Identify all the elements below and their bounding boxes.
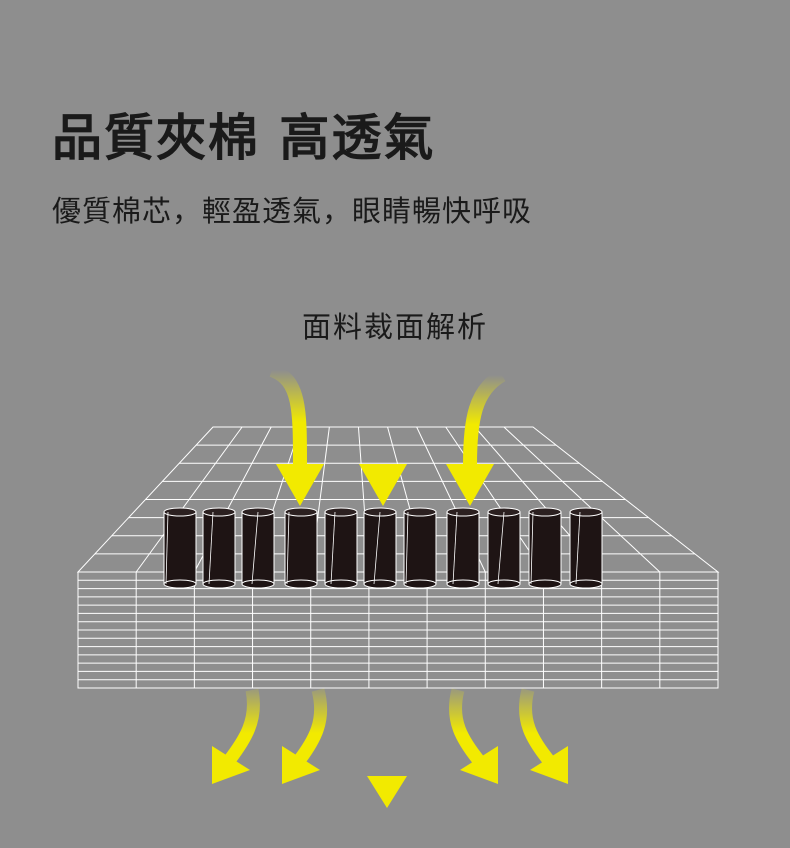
- fiber-cylinder: [446, 507, 480, 589]
- airflow-out-arrow-2: [282, 688, 328, 784]
- fiber-cylinder: [363, 507, 397, 589]
- fiber-cores: [163, 507, 603, 589]
- airflow-out-arrow-4: [448, 688, 498, 784]
- airflow-in-arrow-left: [269, 363, 324, 506]
- airflow-out-arrows: [212, 688, 568, 808]
- fiber-cylinder: [284, 507, 318, 589]
- airflow-out-arrow-5: [518, 688, 568, 784]
- airflow-in-arrow-right: [446, 368, 506, 506]
- diagram-caption: 面料裁面解析: [301, 310, 488, 344]
- headline: 品質夾棉 高透氣: [52, 109, 436, 167]
- fiber-cylinder: [403, 507, 437, 589]
- fiber-cylinder: [569, 507, 603, 589]
- fiber-cylinder: [163, 507, 197, 589]
- fiber-cylinder: [202, 507, 236, 589]
- subline: 優質棉芯，輕盈透氣，眼睛暢快呼吸: [52, 194, 533, 228]
- airflow-out-arrow-3: [367, 692, 407, 808]
- fiber-cylinder: [528, 507, 562, 589]
- airflow-out-arrow-1: [212, 688, 260, 784]
- airflow-in-arrows: [269, 363, 506, 506]
- fiber-cylinder: [487, 507, 521, 589]
- fiber-cylinder: [324, 507, 358, 589]
- fiber-cylinder: [241, 507, 275, 589]
- airflow-in-arrow-center: [359, 368, 407, 506]
- fabric-front-face: [77, 571, 719, 689]
